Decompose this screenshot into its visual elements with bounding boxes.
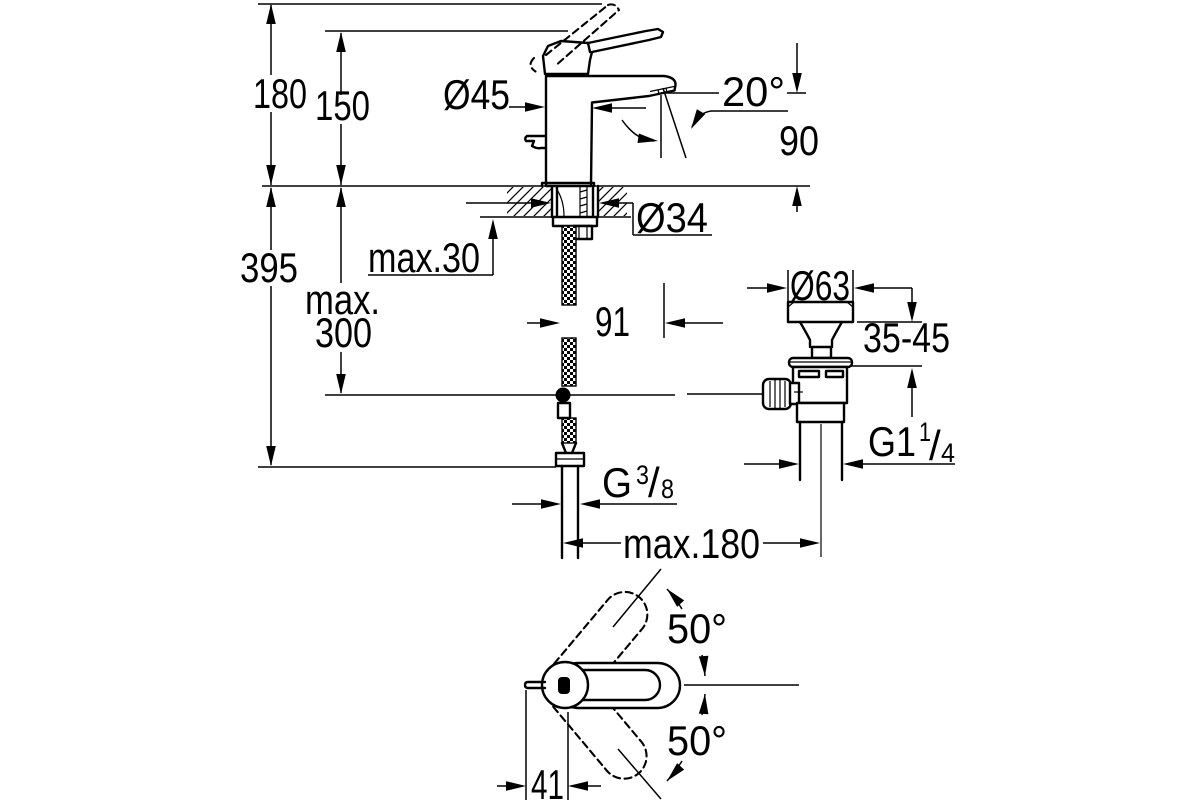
- body-rear-tab: [524, 134, 548, 150]
- spray-angle-line: [662, 87, 687, 159]
- pop-up-waste-assembly: [761, 300, 855, 557]
- supply-thread-sub: 8: [661, 474, 674, 504]
- dim-waste-thread-label: G1 1 / 4: [868, 417, 955, 469]
- pop-up-pull-rod: [325, 393, 764, 396]
- waste-thread-slash: /: [929, 422, 941, 469]
- lever-handle: [541, 27, 665, 76]
- dim-hole-diameter-label: Ø34: [636, 194, 708, 241]
- mounting-nut: [572, 224, 594, 241]
- plan-view: 41 50° 50°: [497, 568, 799, 800]
- rod-adjusting-knob: [761, 377, 793, 411]
- mounting-washer: [551, 215, 599, 228]
- dim-50deg-top-label: 50°: [667, 605, 727, 652]
- dim-outlet-height-label: 90: [779, 117, 819, 164]
- waste-stem: [810, 345, 833, 360]
- plan-slot: [558, 677, 570, 694]
- dim-91-label: 91: [595, 298, 630, 345]
- dim-41-lines: [497, 690, 601, 800]
- supply-thread-slash: /: [648, 459, 660, 506]
- plan-rear-tab: [523, 680, 547, 690]
- lever-raised-position: [544, 3, 621, 65]
- faucet-body-outline: [544, 74, 677, 188]
- deck-hatch-left: [507, 187, 552, 216]
- dimension-lines: [258, 3, 955, 548]
- dim-max300-value-label: 300: [315, 309, 372, 356]
- dim-plug-diameter-label: Ø63: [790, 262, 850, 309]
- dim-395-label: 395: [240, 244, 298, 291]
- dimension-labels: 180 150 395 max. 300 max.30 Ø45 20° 90 Ø…: [240, 68, 955, 567]
- dim-supply-thread-label: G 3 / 8: [602, 459, 674, 506]
- waste-tailpiece: [798, 420, 844, 482]
- dim-spout-height-label: 150: [315, 82, 370, 129]
- base-plate: [540, 181, 596, 188]
- dim-max300-word-label: max.: [305, 276, 380, 323]
- aerator: [649, 85, 675, 95]
- flexible-supply-hose: [554, 225, 586, 560]
- dim-50deg-bottom-label: 50°: [667, 717, 727, 764]
- swivel-angle-legs: [612, 568, 799, 800]
- supply-thread-sup: 3: [636, 460, 649, 490]
- dim-overall-height-label: 180: [253, 70, 307, 117]
- dim-41-label: 41: [531, 761, 564, 800]
- waste-plug: [786, 300, 855, 324]
- dim-35-45-label: 35-45: [863, 314, 950, 361]
- waste-neck: [798, 320, 844, 349]
- supply-thread-main: G: [602, 459, 632, 506]
- rod-clamp: [556, 401, 572, 420]
- dim-body-diameter-label: Ø45: [443, 71, 510, 118]
- waste-thread-main: G1: [868, 418, 916, 465]
- dim-max30-label: max.30: [368, 234, 480, 281]
- waste-thread-sub: 4: [941, 438, 955, 468]
- dim-spray-angle-label: 20°: [722, 68, 785, 115]
- waste-thread-sup: 1: [919, 417, 931, 447]
- faucet-side-view: [524, 3, 687, 188]
- waste-thread-section: [795, 401, 846, 424]
- dim-max180-label: max.180: [623, 520, 760, 567]
